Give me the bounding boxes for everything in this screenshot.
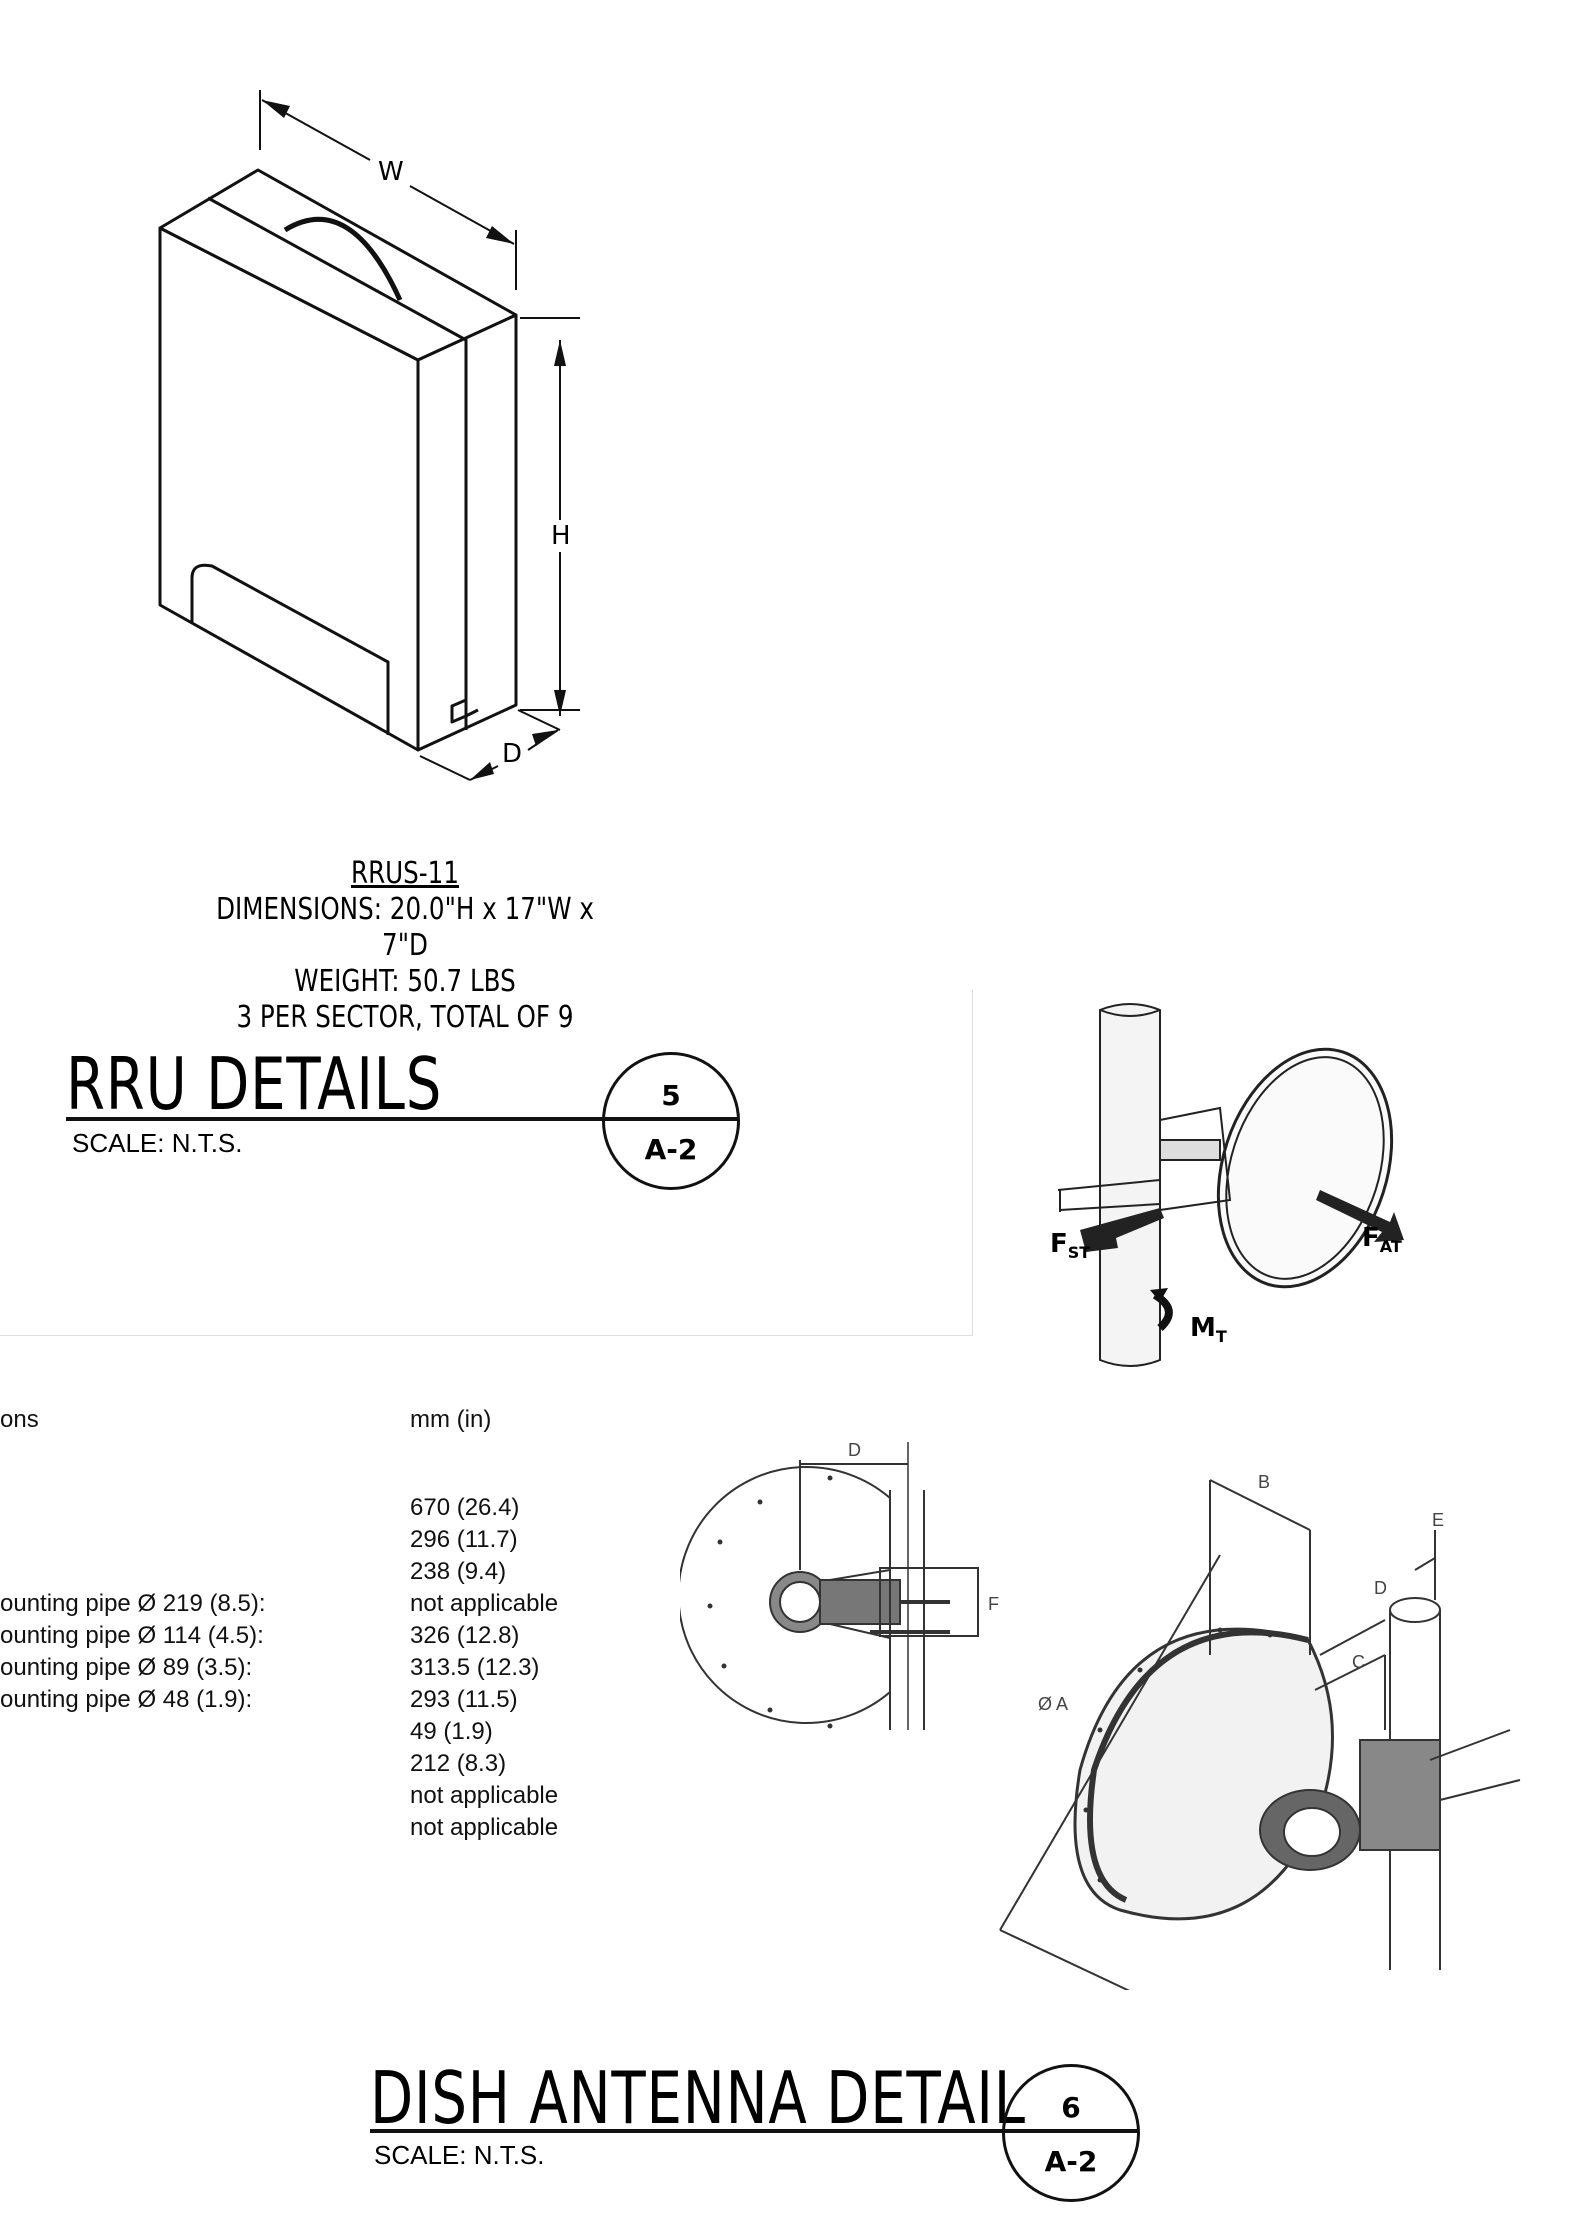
rru-scale: SCALE: N.T.S. bbox=[72, 1128, 243, 1158]
table-row bbox=[0, 1524, 266, 1556]
rru-detail-bubble: 5 A-2 bbox=[602, 1052, 740, 1190]
rru-quantity: 3 PER SECTOR, TOTAL OF 9 bbox=[236, 1000, 574, 1035]
rru-title-underline bbox=[66, 1117, 738, 1121]
iso-dim-b-label: B bbox=[1258, 1472, 1270, 1492]
rru-title: RRU DETAILS bbox=[66, 1042, 443, 1126]
iso-dim-a-label: Ø A bbox=[1038, 1694, 1068, 1714]
table-row: ounting pipe Ø 89 (3.5): bbox=[0, 1654, 253, 1681]
table-row: ounting pipe Ø 219 (8.5): bbox=[0, 1590, 266, 1617]
dimensions-right-column: 670 (26.4) 296 (11.7) 238 (9.4) not appl… bbox=[410, 1492, 558, 1844]
table-row bbox=[0, 1492, 266, 1524]
dish-side-view-drawing: D F bbox=[680, 1440, 999, 1730]
table-cell: 313.5 (12.3) bbox=[410, 1654, 540, 1681]
table-row bbox=[0, 1556, 266, 1588]
rru-dim-h-label: H bbox=[551, 521, 571, 551]
table-cell: not applicable bbox=[410, 1590, 559, 1617]
table-row: ounting pipe Ø 114 (4.5): bbox=[0, 1622, 264, 1649]
dish-bubble-number: 6 bbox=[1061, 2091, 1081, 2124]
rru-bubble-number: 5 bbox=[661, 1079, 681, 1112]
iso-dim-d-label: D bbox=[1374, 1578, 1387, 1598]
rru-dim-d-label: D bbox=[502, 739, 522, 769]
dish-scale: SCALE: N.T.S. bbox=[374, 2140, 545, 2170]
dimensions-header-left: ons bbox=[0, 1406, 39, 1433]
dimensions-header-right: mm (in) bbox=[410, 1406, 492, 1433]
rru-weight: WEIGHT: 50.7 LBS bbox=[294, 964, 516, 999]
dish-isometric-drawing: B E D C Ø A bbox=[999, 1472, 1521, 1990]
dish-title-underline bbox=[370, 2129, 1138, 2133]
dish-bubble-sheet: A-2 bbox=[1044, 2145, 1098, 2178]
iso-dim-e-label: E bbox=[1432, 1510, 1444, 1530]
rru-dim-w-label: W bbox=[378, 157, 404, 187]
table-row: ounting pipe Ø 48 (1.9): bbox=[0, 1686, 253, 1713]
load-fat-label: FAT bbox=[1362, 1223, 1402, 1256]
table-cell: 326 (12.8) bbox=[410, 1622, 520, 1649]
table-cell: 293 (11.5) bbox=[410, 1686, 518, 1713]
rru-model: RRUS-11 bbox=[350, 856, 459, 891]
table-cell: 238 (9.4) bbox=[410, 1558, 507, 1585]
rru-dimensions: DIMENSIONS: 20.0"H x 17"W x 7"D bbox=[216, 892, 594, 963]
table-cell: 670 (26.4) bbox=[410, 1494, 520, 1521]
load-mt-label: MT bbox=[1190, 1313, 1227, 1346]
load-fst-label: FST bbox=[1050, 1229, 1090, 1262]
table-cell: 296 (11.7) bbox=[410, 1526, 518, 1553]
iso-dim-c-label: C bbox=[1352, 1652, 1365, 1672]
side-dim-d-label: D bbox=[848, 1440, 861, 1460]
rru-spec-block: RRUS-11 DIMENSIONS: 20.0"H x 17"W x 7"D … bbox=[150, 856, 660, 1036]
dimensions-left-column: ounting pipe Ø 219 (8.5): ounting pipe Ø… bbox=[0, 1492, 266, 1716]
side-dim-f-label: F bbox=[988, 1594, 999, 1614]
table-cell: 212 (8.3) bbox=[410, 1750, 507, 1777]
rru-isometric-drawing: W H D bbox=[158, 90, 580, 781]
dish-loads-drawing: FST FAT MT bbox=[1050, 1003, 1404, 1367]
table-cell: 49 (1.9) bbox=[410, 1718, 493, 1745]
table-cell: not applicable bbox=[410, 1782, 559, 1809]
rru-detail-frame bbox=[0, 990, 973, 1336]
dish-title: DISH ANTENNA DETAIL bbox=[370, 2056, 1026, 2140]
rru-bubble-sheet: A-2 bbox=[644, 1133, 698, 1166]
table-cell: not applicable bbox=[410, 1814, 559, 1841]
dish-detail-bubble: 6 A-2 bbox=[1002, 2064, 1140, 2202]
